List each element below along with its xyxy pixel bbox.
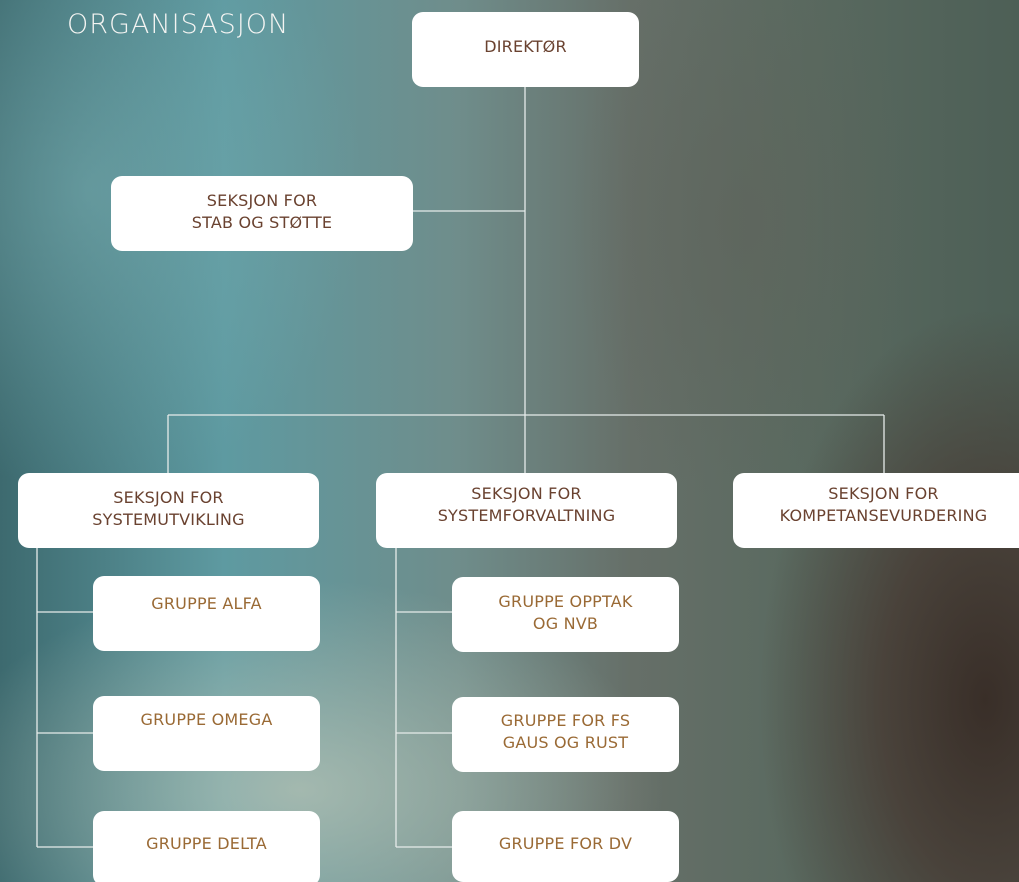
node-stab-label-line1: SEKSJON FOR (206, 191, 318, 210)
node-stab-label-line2: STAB OG STØTTE (191, 213, 333, 232)
node-seksjon-systemforvaltning: SEKSJON FOR SYSTEMFORVALTNING (376, 473, 677, 548)
node-fs-label-line2: GAUS OG RUST (502, 733, 629, 752)
node-kompetanse-label-line2: KOMPETANSEVURDERING (779, 506, 988, 525)
node-gruppe-fs-gaus-og-rust: GRUPPE FOR FS GAUS OG RUST (452, 697, 679, 772)
node-alfa-label: GRUPPE ALFA (151, 594, 262, 613)
node-opptak-label-line2: OG NVB (532, 614, 599, 633)
node-gruppe-delta: GRUPPE DELTA (93, 811, 320, 882)
node-systemutvikling-label-line1: SEKSJON FOR (113, 488, 224, 507)
node-systemforvaltning-label-line2: SYSTEMFORVALTNING (437, 506, 616, 525)
node-direktor-label: DIREKTØR (484, 37, 567, 56)
node-omega-label: GRUPPE OMEGA (140, 710, 273, 729)
node-dv-label: GRUPPE FOR DV (498, 834, 633, 853)
node-systemforvaltning-label-line1: SEKSJON FOR (471, 484, 582, 503)
page-title: ORGANISASJON (67, 9, 290, 40)
node-gruppe-for-dv: GRUPPE FOR DV (452, 811, 679, 882)
node-kompetanse-label-line1: SEKSJON FOR (828, 484, 939, 503)
node-systemutvikling-label-line2: SYSTEMUTVIKLING (92, 510, 245, 529)
node-gruppe-opptak-og-nvb: GRUPPE OPPTAK OG NVB (452, 577, 679, 652)
node-seksjon-kompetansevurdering: SEKSJON FOR KOMPETANSEVURDERING (733, 473, 1019, 548)
node-gruppe-alfa: GRUPPE ALFA (93, 576, 320, 651)
node-delta-label: GRUPPE DELTA (146, 834, 267, 853)
node-gruppe-omega: GRUPPE OMEGA (93, 696, 320, 771)
node-seksjon-systemutvikling: SEKSJON FOR SYSTEMUTVIKLING (18, 473, 319, 548)
node-direktor: DIREKTØR (412, 12, 639, 87)
node-opptak-label-line1: GRUPPE OPPTAK (498, 592, 633, 611)
node-seksjon-stab-og-stotte: SEKSJON FOR STAB OG STØTTE (111, 176, 413, 251)
node-fs-label-line1: GRUPPE FOR FS (500, 711, 631, 730)
